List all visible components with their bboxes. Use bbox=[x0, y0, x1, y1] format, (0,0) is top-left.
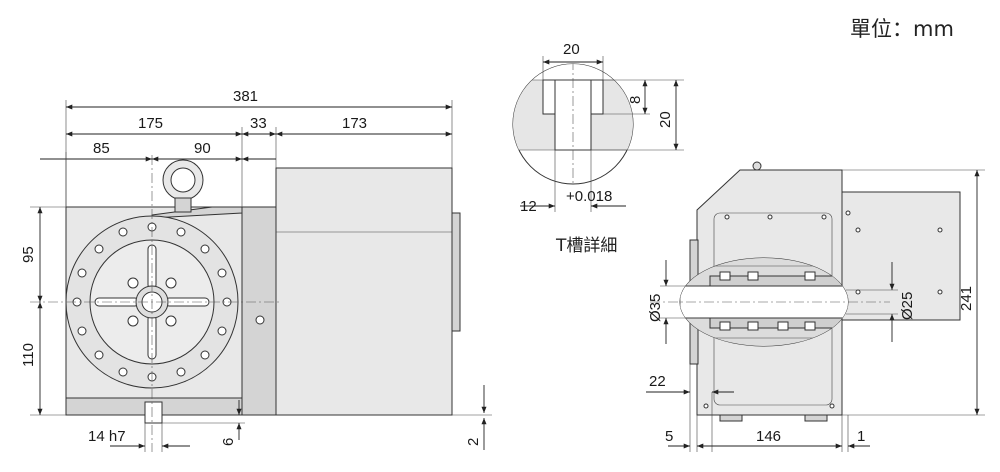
dim-t-12: 12 bbox=[520, 198, 537, 215]
dim-t-tol: +0.018 bbox=[566, 188, 612, 205]
side-motor bbox=[841, 191, 961, 321]
key-block bbox=[144, 401, 163, 424]
dim-d35: Ø35 bbox=[647, 294, 664, 322]
dim-5: 5 bbox=[665, 428, 673, 445]
dim-t-20v: 20 bbox=[657, 111, 674, 128]
dim-241: 241 bbox=[958, 286, 975, 311]
dim-110: 110 bbox=[20, 343, 37, 367]
dim-173: 173 bbox=[342, 115, 367, 132]
dim-2: 2 bbox=[465, 438, 482, 446]
dim-146: 146 bbox=[756, 428, 781, 445]
dim-175: 175 bbox=[138, 115, 163, 132]
dim-22: 22 bbox=[649, 373, 666, 390]
eye-bolt bbox=[162, 159, 204, 213]
side-view: Ø35 Ø25 241 22 5 146 1 bbox=[646, 161, 985, 452]
t-slot-detail: 20 8 20 12 +0.018 T槽詳細 bbox=[512, 41, 684, 256]
dim-14h7: 14 h7 bbox=[88, 428, 126, 445]
motor-housing bbox=[275, 167, 453, 416]
motor-end-plate bbox=[451, 212, 461, 332]
dim-381: 381 bbox=[233, 88, 258, 105]
dim-33: 33 bbox=[250, 115, 267, 132]
t-slot-caption: T槽詳細 bbox=[555, 236, 617, 256]
dim-1: 1 bbox=[857, 428, 865, 445]
dim-t-20: 20 bbox=[563, 41, 580, 58]
dim-t-8: 8 bbox=[627, 96, 644, 104]
dim-90: 90 bbox=[194, 140, 211, 157]
unit-label: 單位：mm bbox=[850, 17, 954, 41]
dim-6: 6 bbox=[220, 438, 237, 446]
dim-d25: Ø25 bbox=[899, 292, 916, 320]
front-view: 381 175 33 173 85 90 95 110 14 h7 bbox=[20, 88, 492, 452]
gap-block bbox=[241, 206, 277, 416]
dim-95: 95 bbox=[20, 246, 37, 263]
dim-85: 85 bbox=[93, 140, 110, 157]
screw-hole bbox=[255, 315, 265, 325]
